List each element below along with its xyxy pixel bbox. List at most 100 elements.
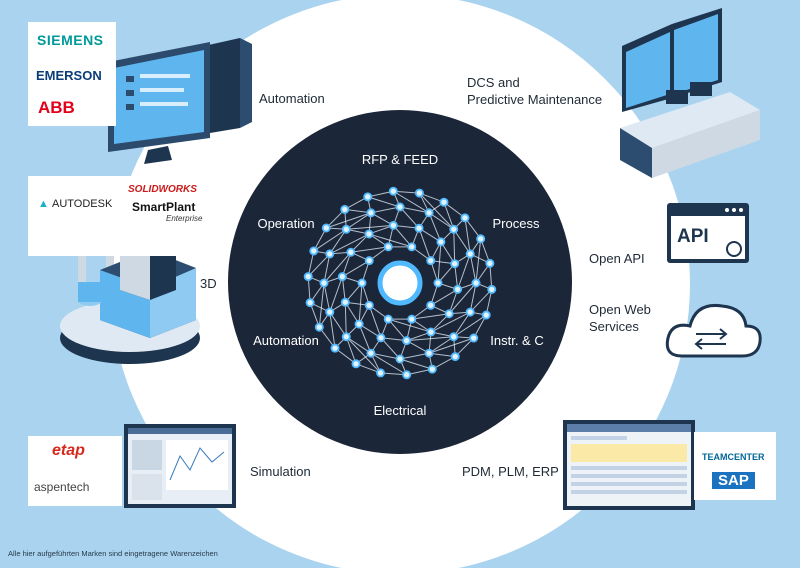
abb-logo: ABB <box>38 98 75 117</box>
network-link <box>469 253 477 284</box>
siemens-logo: SIEMENS <box>37 32 104 48</box>
label-simulation: Simulation <box>250 464 311 479</box>
network-link <box>469 282 477 313</box>
network-link <box>393 190 430 214</box>
network-node <box>341 332 351 342</box>
hub-label-operation: Operation <box>257 216 315 231</box>
network-node <box>309 246 319 256</box>
network-node <box>388 186 398 196</box>
network-node <box>433 278 443 288</box>
teamcenter-logo: TEAMCENTER <box>702 452 765 462</box>
simulation-logos-box: etap aspentech <box>28 436 122 506</box>
hub-label-process: Process <box>492 216 540 231</box>
network-link <box>323 253 331 284</box>
network-node <box>395 354 405 364</box>
network-node <box>476 234 486 244</box>
network-link <box>443 202 455 230</box>
network-node <box>357 278 367 288</box>
autodesk-logo: AUTODESK <box>52 198 113 210</box>
network-node <box>487 284 497 294</box>
network-node <box>314 322 324 332</box>
network-node <box>321 223 331 233</box>
network-node <box>426 300 436 310</box>
network-link <box>326 212 372 229</box>
network-node <box>450 259 460 269</box>
network-node <box>354 319 364 329</box>
network-link <box>368 305 382 338</box>
computer-workstation-icon <box>108 38 252 164</box>
label-open-web-line2: Services <box>589 319 639 334</box>
network-node <box>471 278 481 288</box>
network-link <box>345 336 372 354</box>
network-node <box>414 223 424 233</box>
network-link <box>457 253 471 290</box>
network-link <box>437 241 442 284</box>
hub-label-electrical: Electrical <box>373 403 427 418</box>
pdm-logos-box: TEAMCENTER SAP <box>694 432 776 500</box>
label-dcs-line2: Predictive Maintenance <box>467 92 603 107</box>
network-link <box>428 337 474 354</box>
network-link <box>370 352 401 360</box>
automation-logos-box: SIEMENS EMERSON ABB <box>28 22 116 126</box>
network-link <box>345 212 372 230</box>
network-node <box>330 343 340 353</box>
network-link <box>475 238 482 284</box>
network-link <box>313 228 347 252</box>
label-automation: Automation <box>259 91 325 106</box>
trademark-footer: Alle hier aufgeführten Marken sind einge… <box>8 549 218 558</box>
network-link <box>350 246 389 253</box>
cloud-services-icon <box>665 303 762 358</box>
network-node <box>395 202 405 212</box>
network-node <box>449 332 459 342</box>
hub-label-automation: Automation <box>253 333 319 348</box>
hub-label-instr-c: Instr. & C <box>490 333 544 348</box>
network-node <box>424 348 434 358</box>
network-node <box>469 333 479 343</box>
network-link <box>430 288 458 306</box>
control-room-icon <box>620 8 760 178</box>
network-node <box>366 208 376 218</box>
smartplant-logo: SmartPlant <box>132 200 196 214</box>
network-link <box>430 311 471 333</box>
network-node <box>444 309 454 319</box>
network-node <box>337 272 347 282</box>
network-link <box>448 282 477 315</box>
network-node <box>366 348 376 358</box>
network-node <box>481 310 491 320</box>
network-link <box>411 313 450 320</box>
autodesk-logo-mark: ▲ <box>38 198 49 210</box>
sap-logo: SAP <box>712 472 755 489</box>
network-link <box>329 311 347 338</box>
network-node <box>341 224 351 234</box>
network-link <box>428 336 455 354</box>
network-node <box>427 364 437 374</box>
aspentech-logo: aspentech <box>34 480 90 494</box>
network-node <box>319 278 329 288</box>
network-link <box>399 206 430 214</box>
network-node <box>364 300 374 310</box>
network-node <box>346 247 356 257</box>
label-open-web-line1: Open Web <box>589 302 651 317</box>
network-link <box>307 253 331 277</box>
network-node <box>426 327 436 337</box>
network-node <box>414 188 424 198</box>
network-link <box>399 352 430 360</box>
hub-label-rfp-feed: RFP & FEED <box>361 152 439 167</box>
network-link <box>453 311 471 338</box>
network-node <box>407 242 417 252</box>
network-node <box>402 370 412 380</box>
network-link <box>469 289 493 313</box>
api-window-icon <box>667 203 749 263</box>
network-link <box>329 228 347 255</box>
network-link <box>323 282 331 313</box>
network-node <box>383 314 393 324</box>
smartplant-sub-logo: Enterprise <box>166 214 203 223</box>
network-link <box>387 318 408 341</box>
simulation-screenshot <box>124 424 236 508</box>
network-link <box>329 276 343 313</box>
network-link <box>388 318 432 333</box>
network-node <box>363 192 373 202</box>
network-link <box>329 233 370 255</box>
network-link <box>345 336 357 364</box>
